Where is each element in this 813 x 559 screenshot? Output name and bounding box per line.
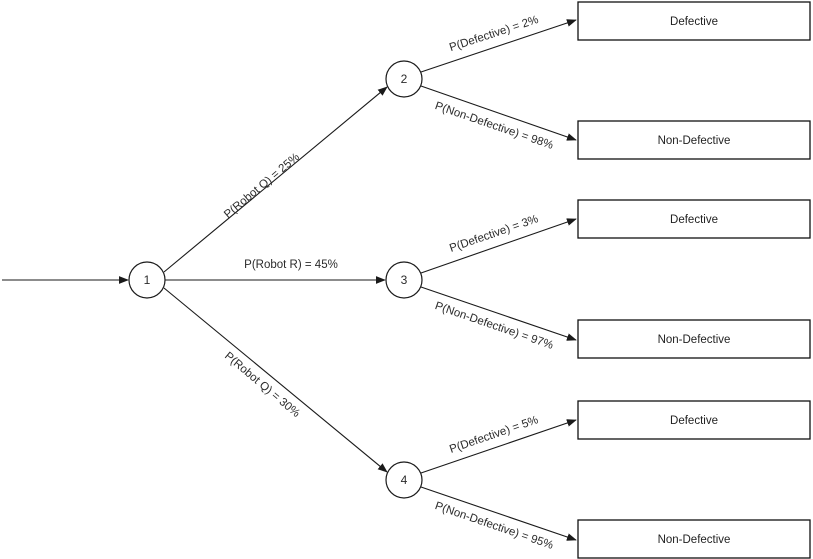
edge-b-n2-nondef: [420, 85, 577, 141]
outcome-label-box-3: Defective: [670, 214, 718, 226]
outcome-label-box-6: Non-Defective: [658, 534, 731, 546]
outcome-label-box-5: Defective: [670, 415, 718, 427]
tree-nodes: 1 2 3 4: [128, 60, 423, 499]
edge-b-q25: [163, 86, 388, 273]
level1-edges: [163, 86, 388, 473]
node-label-4: 4: [401, 473, 408, 487]
edge-label-b-r45: P(Robot R) = 45%: [244, 259, 338, 271]
outcome-box-box-3: [577, 199, 811, 239]
level2-edges: [420, 19, 577, 541]
node-label-3: 3: [401, 273, 408, 287]
node-circle-4: [385, 461, 423, 499]
outcome-label-box-4: Non-Defective: [658, 334, 731, 346]
outcome-box-box-5: [577, 400, 811, 440]
node-label-2: 2: [401, 72, 408, 86]
edge-b-n3-nondef: [420, 286, 577, 341]
node-circle-3: [385, 261, 423, 299]
edge-b-n3-def: [420, 218, 577, 274]
outcome-box-box-2: [577, 120, 811, 160]
node-circle-1: [128, 261, 166, 299]
edge-b-q30: [163, 287, 388, 473]
outcome-box-box-6: [577, 519, 811, 559]
edge-b-n4-def: [420, 419, 577, 474]
edge-b-n2-def: [420, 19, 577, 73]
edge-label-b-n4-def: P(Defective) = 5%: [448, 414, 540, 456]
node-circle-2: [385, 60, 423, 98]
outcome-box-box-4: [577, 319, 811, 359]
outcome-boxes: DefectiveNon-DefectiveDefectiveNon-Defec…: [577, 1, 811, 559]
edge-label-b-n3-def: P(Defective) = 3%: [448, 213, 540, 255]
outcome-label-box-1: Defective: [670, 16, 718, 28]
outcome-label-box-2: Non-Defective: [658, 135, 731, 147]
edge-b-n4-nondef: [420, 486, 577, 541]
node-label-1: 1: [144, 273, 151, 287]
edge-label-b-q25: P(Robot Q) = 25%: [222, 151, 302, 221]
outcome-box-box-1: [577, 1, 811, 41]
edge-label-b-q30: P(Robot Q) = 30%: [222, 350, 302, 420]
